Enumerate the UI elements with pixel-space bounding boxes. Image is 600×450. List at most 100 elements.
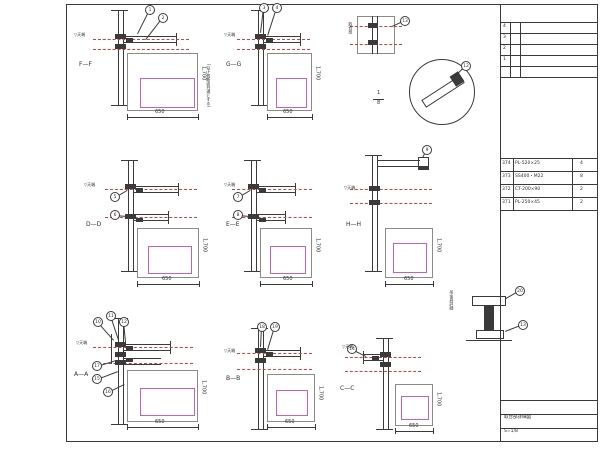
text-label: D—D: [86, 221, 102, 228]
line: [500, 171, 598, 172]
line: [377, 166, 420, 167]
line: [123, 36, 176, 37]
plate: [125, 184, 136, 189]
text-label: 650: [162, 276, 172, 282]
text-label: 1,700: [314, 238, 321, 253]
text-label: (以下各断面共通とする): [206, 64, 212, 108]
text-label: G—G: [226, 61, 242, 68]
text-label: 650: [155, 419, 165, 425]
callout-7: 7: [233, 192, 243, 202]
plate: [248, 214, 259, 219]
line: [500, 400, 598, 401]
callout-12: 12: [119, 317, 129, 327]
callout-2: 2: [158, 13, 168, 23]
line: [121, 271, 138, 272]
line: [111, 424, 128, 425]
text-label: 650: [155, 109, 165, 115]
text-label: 3: [503, 35, 506, 40]
text-label: 1,700: [200, 66, 207, 81]
text-label: 2: [580, 200, 583, 205]
line: [267, 117, 312, 118]
line: [127, 427, 198, 428]
line: [127, 117, 198, 118]
text-label: 4: [580, 161, 583, 166]
line: [133, 220, 168, 221]
text-label: 371: [502, 200, 511, 205]
centerline: [350, 203, 432, 204]
plate: [266, 352, 273, 356]
outline-rect: [66, 4, 598, 442]
line: [365, 155, 382, 156]
opening-outline: [276, 390, 308, 416]
line: [258, 328, 259, 430]
line: [123, 42, 176, 43]
callout-13: 13: [400, 16, 410, 26]
line: [244, 160, 261, 161]
callout-17: 17: [92, 361, 102, 371]
line: [520, 22, 521, 77]
line: [312, 281, 313, 287]
plate: [126, 358, 133, 362]
text-label: ▽天端: [224, 182, 236, 187]
line: [256, 214, 285, 215]
line: [111, 10, 128, 11]
text-label: 2: [580, 187, 583, 192]
centerline: [237, 369, 312, 370]
text-label: 373: [502, 174, 511, 179]
line: [433, 281, 434, 287]
line: [260, 284, 312, 285]
text-label: 1: [377, 90, 381, 96]
line: [363, 354, 383, 355]
line: [363, 360, 383, 361]
line: [118, 318, 119, 425]
line: [123, 344, 170, 345]
plate: [369, 200, 380, 205]
line: [256, 220, 285, 221]
outline-rect: [357, 16, 395, 54]
opening-outline: [140, 78, 195, 108]
line: [256, 192, 295, 193]
centerline: [237, 49, 310, 50]
line: [500, 428, 598, 429]
line: [315, 424, 316, 430]
text-label: 取合部詳細図: [504, 415, 531, 420]
line: [500, 210, 598, 211]
line: [244, 271, 261, 272]
line: [500, 44, 598, 45]
line: [123, 364, 161, 365]
line: [395, 431, 433, 432]
callout-16: 16: [103, 387, 113, 397]
line: [500, 158, 598, 159]
text-label: 374: [502, 161, 511, 166]
line: [376, 338, 393, 339]
callout-5: 5: [110, 192, 120, 202]
centerline: [93, 49, 189, 50]
text-label: CT-200×90: [515, 187, 541, 192]
line: [510, 22, 511, 77]
line: [500, 184, 598, 185]
plate: [380, 352, 391, 357]
plate: [259, 188, 266, 192]
line: [377, 160, 420, 161]
centerline: [350, 189, 432, 190]
centerline: [93, 39, 189, 40]
plate: [248, 184, 259, 189]
callout-1: 1: [145, 5, 155, 15]
text-label: 1,700: [314, 66, 321, 81]
text-label: 2: [503, 46, 506, 51]
centerline: [237, 353, 312, 354]
callout-4: 4: [272, 3, 282, 13]
plate: [372, 356, 379, 360]
text-label: 取合部: [348, 22, 354, 34]
centerline: [232, 217, 312, 218]
line: [263, 42, 300, 43]
line: [388, 338, 389, 430]
callout-12: 12: [461, 61, 471, 71]
line: [312, 114, 313, 120]
outline-rect: [267, 53, 312, 111]
